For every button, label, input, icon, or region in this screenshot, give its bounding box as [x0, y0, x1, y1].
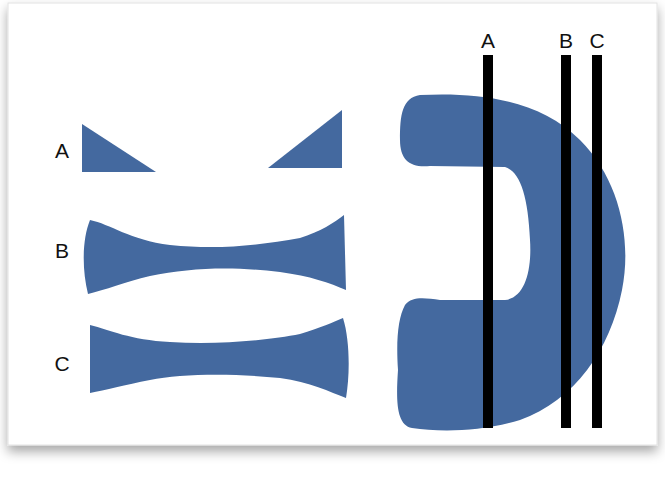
cut-line-a	[483, 55, 493, 428]
section-letter: C	[54, 353, 69, 374]
cut-letter: B	[559, 30, 573, 51]
section-a-right	[268, 110, 342, 168]
cut-line-b	[561, 55, 571, 428]
card-frame	[8, 3, 657, 445]
section-c	[90, 318, 349, 398]
horseshoe-body	[397, 94, 625, 430]
section-a-left	[82, 124, 156, 172]
section-b	[84, 215, 346, 294]
section-letter: B	[55, 240, 69, 261]
cut-line-c	[592, 55, 602, 428]
section-letter: A	[55, 140, 69, 161]
cut-letter: A	[481, 30, 495, 51]
cut-letter: C	[589, 30, 604, 51]
